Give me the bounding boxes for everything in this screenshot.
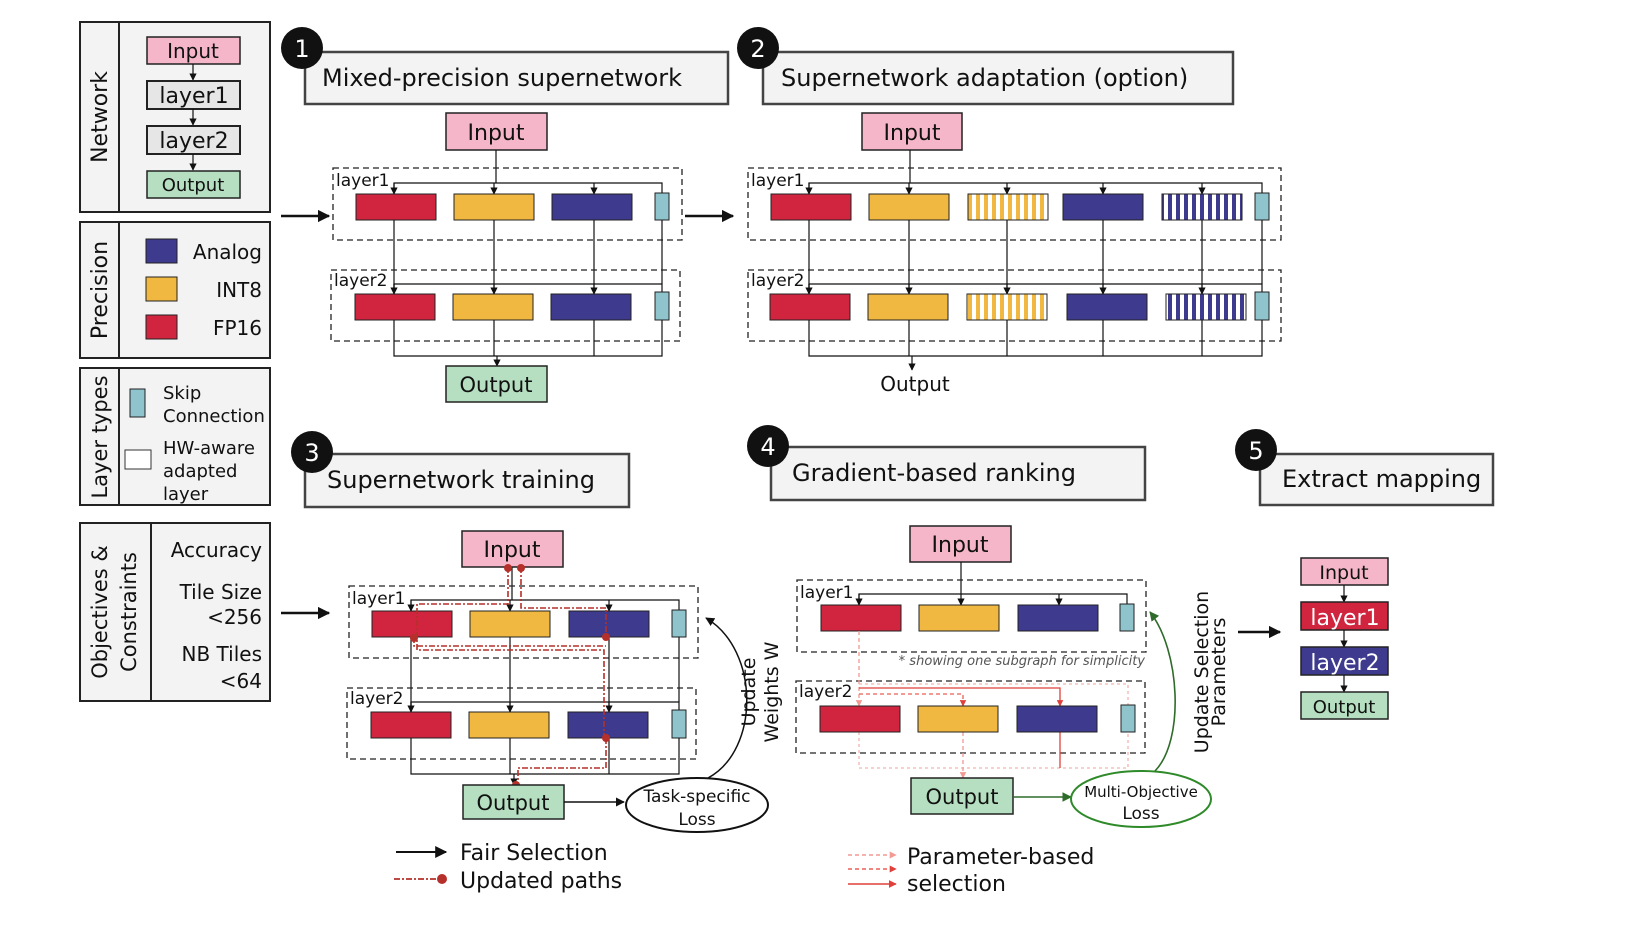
p3-output-label: Output <box>477 791 550 815</box>
legend-objectives-title-1: Objectives & <box>88 545 112 679</box>
step-5-title: Extract mapping <box>1282 465 1481 493</box>
p4-layer1-label: layer1 <box>800 583 853 603</box>
p3-loss-line1: Task-specific <box>642 787 750 807</box>
legend-layer-types-title: Layer types <box>88 375 112 498</box>
p2-layer1-label: layer1 <box>751 171 804 191</box>
legend-objectives-title-2: Constraints <box>117 552 141 672</box>
panel-2-adaptation: Input layer1 layer2 <box>747 112 1282 396</box>
legend-skip-line1: Skip <box>163 383 201 404</box>
p2-layer2-label: layer2 <box>751 271 804 291</box>
step-1-title: Mixed-precision supernetwork <box>322 64 682 92</box>
p4-note: * showing one subgraph for simplicity <box>899 654 1146 669</box>
p4-legend-line2: selection <box>907 872 1006 897</box>
legend-analog-label: Analog <box>193 240 262 264</box>
step-4-header: 4 Gradient-based ranking <box>747 425 1147 502</box>
panel-1-supernetwork: Input layer1 layer2 Output <box>330 112 683 403</box>
p4-loss-line1: Multi-Objective <box>1084 783 1198 801</box>
p4-input-label: Input <box>932 533 989 558</box>
legend-network: Network Input layer1 layer2 Output <box>79 21 271 213</box>
legend-objectives: Objectives & Constraints Accuracy Tile S… <box>79 522 271 702</box>
p5-layer2-label: layer2 <box>1310 651 1379 676</box>
step-2-header: 2 Supernetwork adaptation (option) <box>737 27 1235 106</box>
p3-legend-fair: Fair Selection <box>460 841 608 866</box>
p1-output-label: Output <box>460 373 533 397</box>
p1-layer1-label: layer1 <box>336 171 389 191</box>
step-3-title: Supernetwork training <box>327 466 595 494</box>
legend-precision: Precision Analog INT8 FP16 <box>79 221 271 359</box>
legend-network-input: Input <box>167 39 219 63</box>
legend-hw-line2: adapted <box>163 461 237 482</box>
legend-layer-types: Layer types Skip Connection HW-aware ada… <box>79 367 271 506</box>
step-5-number: 5 <box>1248 437 1263 465</box>
p3-update-line1: Update <box>738 658 760 727</box>
legend-tile-limit: <256 <box>207 605 262 629</box>
legend-network-title: Network <box>88 71 113 163</box>
legend-accuracy: Accuracy <box>171 538 262 562</box>
p1-layer2-label: layer2 <box>334 271 387 291</box>
p4-layer2-label: layer2 <box>799 682 852 702</box>
p4-output-label: Output <box>926 785 999 809</box>
legend-network-layer1: layer1 <box>159 84 228 109</box>
step-1-header: 1 Mixed-precision supernetwork <box>281 27 730 106</box>
legend-nb-tiles: NB Tiles <box>182 642 262 666</box>
p4-update-line1: Update Selection <box>1191 591 1213 753</box>
p5-layer1-label: layer1 <box>1310 606 1379 631</box>
p4-loss-line2: Loss <box>1122 804 1159 824</box>
step-2-number: 2 <box>750 35 765 63</box>
legend-int8-label: INT8 <box>216 278 262 302</box>
legend-hw-line1: HW-aware <box>163 438 255 459</box>
p3-loss-line2: Loss <box>678 810 715 830</box>
p2-output-label: Output <box>880 372 950 396</box>
p3-input-label: Input <box>484 538 541 563</box>
p4-legend-line1: Parameter-based <box>907 845 1094 870</box>
legend-network-output: Output <box>162 175 225 196</box>
panel-4-ranking: Input layer1 * showing one subgraph for … <box>795 525 1230 897</box>
p4-update-line2: Parameters <box>1208 618 1230 727</box>
step-3-header: 3 Supernetwork training <box>291 431 631 509</box>
legend-tile-size: Tile Size <box>179 580 262 604</box>
step-2-title: Supernetwork adaptation (option) <box>781 64 1188 92</box>
p5-input-label: Input <box>1319 562 1368 584</box>
step-1-number: 1 <box>294 35 309 63</box>
p2-input-label: Input <box>884 121 941 146</box>
step-4-number: 4 <box>760 433 775 461</box>
p3-legend-updated: Updated paths <box>460 869 622 894</box>
p3-layer1-label: layer1 <box>352 589 405 609</box>
p5-output-label: Output <box>1313 697 1376 718</box>
legend-network-layer2: layer2 <box>159 129 228 154</box>
p1-input-label: Input <box>468 121 525 146</box>
step-4-title: Gradient-based ranking <box>792 459 1076 487</box>
step-3-number: 3 <box>304 439 319 467</box>
p3-update-line2: Weights W <box>761 641 783 742</box>
legend-precision-title: Precision <box>88 241 113 339</box>
p3-layer2-label: layer2 <box>350 689 403 709</box>
legend-nb-limit: <64 <box>220 669 262 693</box>
step-5-header: 5 Extract mapping <box>1235 429 1495 507</box>
panel-3-training: Input layer1 layer2 <box>346 530 783 894</box>
legend-hw-line3: layer <box>163 484 209 505</box>
legend-fp16-label: FP16 <box>213 316 262 340</box>
legend-skip-line2: Connection <box>163 406 265 427</box>
panel-5-mapping: Input layer1 layer2 Output <box>1300 557 1389 720</box>
